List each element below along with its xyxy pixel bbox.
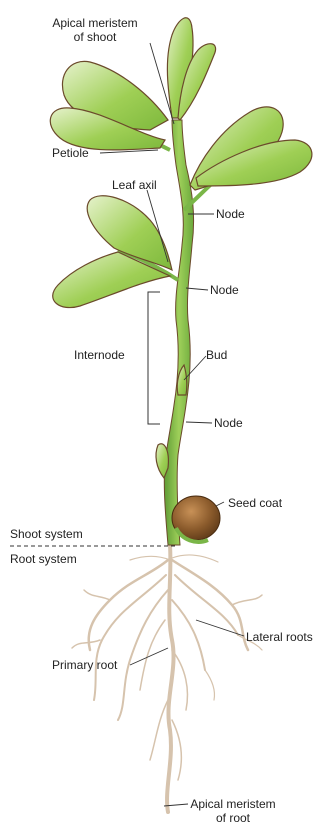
label-apical-meristem-root: Apical meristem of root (178, 797, 288, 825)
label-internode: Internode (74, 348, 125, 362)
stem (164, 120, 193, 545)
internode-bracket (148, 292, 160, 424)
label-apical-shoot-line1: Apical meristem (40, 16, 150, 30)
label-apical-root-line1: Apical meristem (178, 797, 288, 811)
root-system-drawing (72, 545, 262, 812)
label-seed-coat: Seed coat (228, 496, 282, 510)
label-apical-shoot-line2: of shoot (40, 30, 150, 44)
label-shoot-system: Shoot system (10, 527, 83, 541)
label-apical-root-line2: of root (178, 811, 288, 825)
label-petiole: Petiole (52, 146, 89, 160)
primary-root (167, 545, 173, 812)
label-primary-root: Primary root (52, 658, 117, 672)
label-bud: Bud (206, 348, 227, 362)
label-node-lower: Node (214, 416, 243, 430)
label-root-system: Root system (10, 552, 77, 566)
label-node-middle: Node (210, 283, 239, 297)
label-apical-meristem-shoot: Apical meristem of shoot (40, 16, 150, 44)
label-leaf-axil: Leaf axil (112, 178, 157, 192)
label-lateral-roots: Lateral roots (246, 630, 313, 644)
label-node-upper: Node (216, 207, 245, 221)
